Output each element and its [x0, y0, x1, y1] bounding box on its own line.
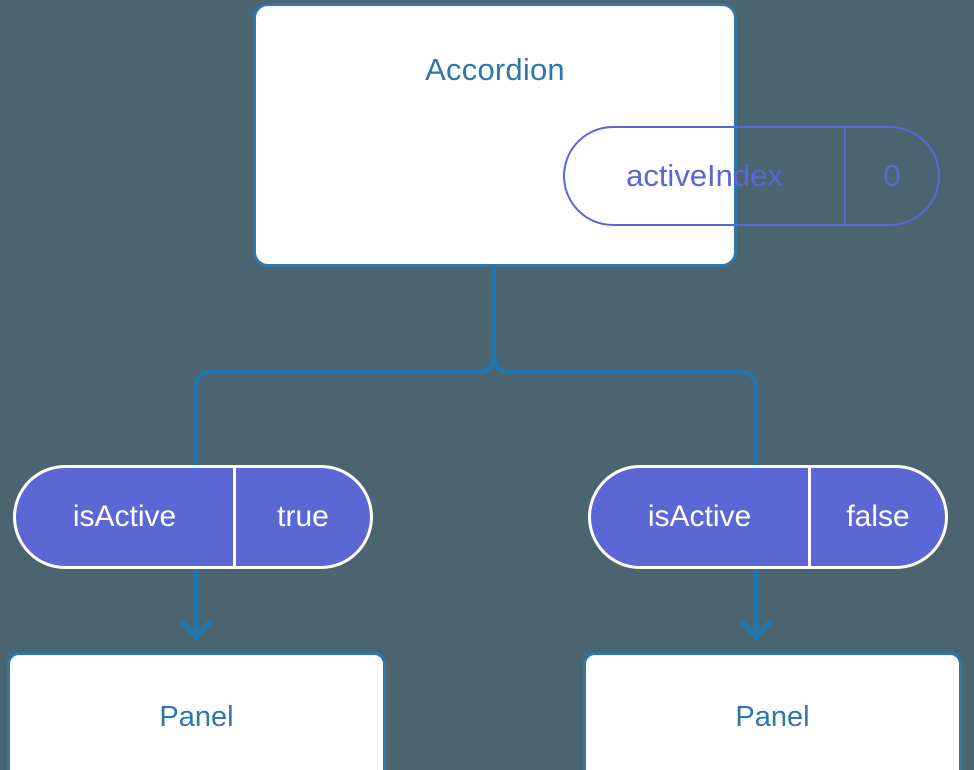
state-key-label: activeIndex	[565, 128, 846, 224]
prop-pill-is-active-true[interactable]: isActive true	[13, 465, 373, 569]
accordion-component-card[interactable]: Accordion activeIndex 0	[253, 3, 940, 267]
state-value-label: 0	[883, 158, 901, 193]
panel-component-card-left[interactable]: Panel	[7, 652, 386, 770]
panel-title: Panel	[159, 700, 234, 733]
prop-pill-is-active-false[interactable]: isActive false	[588, 465, 948, 569]
state-pill-active-index[interactable]: activeIndex 0	[563, 126, 940, 226]
panel-component-card-right[interactable]: Panel	[583, 652, 962, 770]
panel-title: Panel	[735, 700, 810, 733]
prop-value-label: false	[846, 500, 910, 533]
prop-value-label: true	[277, 500, 329, 533]
prop-key-label: isActive	[591, 468, 811, 566]
prop-key-label: isActive	[16, 468, 236, 566]
accordion-title: Accordion	[425, 52, 565, 87]
